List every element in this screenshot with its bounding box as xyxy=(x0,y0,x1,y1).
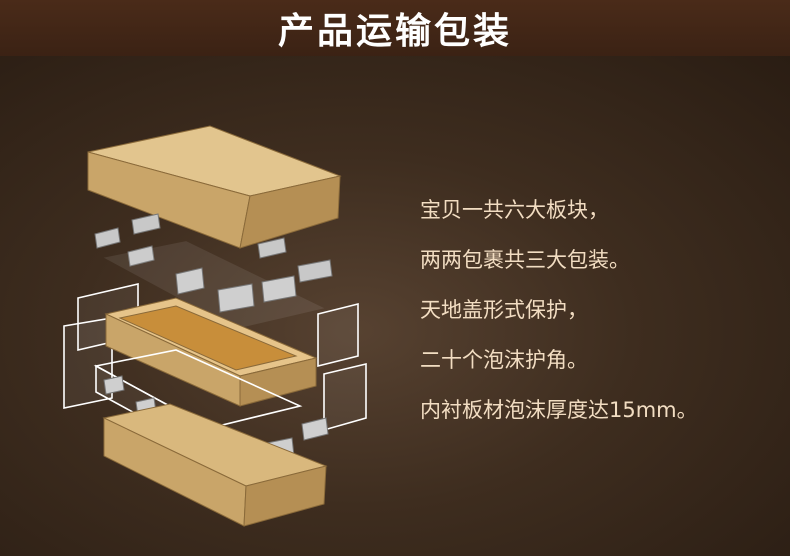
description-line-1: 宝贝一共六大板块， xyxy=(420,198,609,222)
description-list: 宝贝一共六大板块， 两两包裹共三大包装。 天地盖形式保护， 二十个泡沫护角。 内… xyxy=(420,198,698,448)
description-line-2: 两两包裹共三大包装。 xyxy=(420,248,630,272)
page-title: 产品运输包装 xyxy=(277,11,512,52)
content-area: 宝贝一共六大板块， 两两包裹共三大包装。 天地盖形式保护， 二十个泡沫护角。 内… xyxy=(0,56,790,556)
corner-protectors-top xyxy=(94,213,333,283)
corner-protectors-middle xyxy=(175,267,297,313)
top-lid xyxy=(87,125,342,249)
description-line-3: 天地盖形式保护， xyxy=(420,298,588,322)
bottom-box xyxy=(102,403,328,527)
foam-side-panels xyxy=(63,282,367,432)
inner-tray xyxy=(104,297,318,407)
description-line-4: 二十个泡沫护角。 xyxy=(420,348,588,372)
exploded-box-packaging-diagram-icon xyxy=(63,125,367,527)
description-line-5: 内衬板材泡沫厚度达15mm。 xyxy=(420,398,698,422)
title-bar: 产品运输包装 xyxy=(0,0,790,56)
